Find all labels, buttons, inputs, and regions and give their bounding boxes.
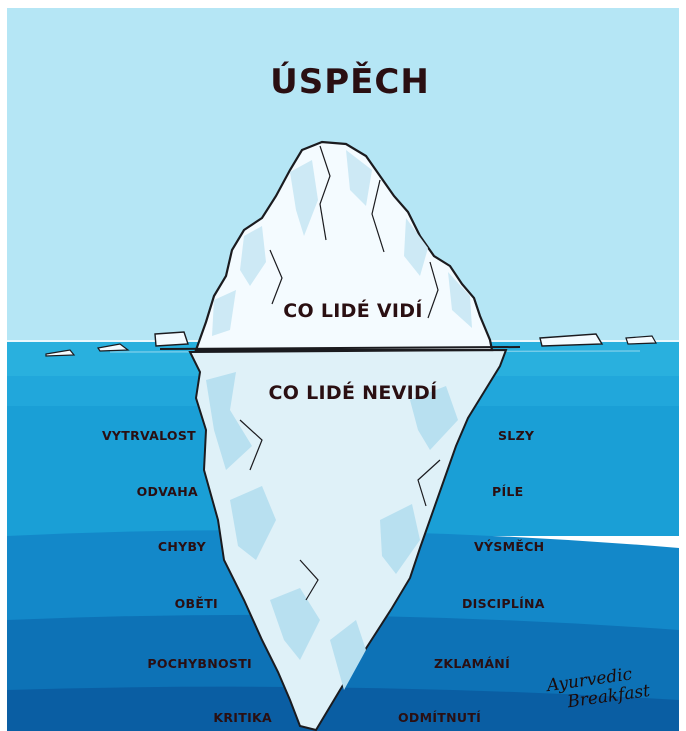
right-item: PÍLE [492, 484, 524, 499]
ice-crack [427, 261, 439, 319]
left-item: POCHYBNOSTI [147, 656, 252, 671]
ice-shadow [270, 588, 320, 660]
ice-shadow [404, 218, 428, 276]
left-item: OBĚTI [174, 596, 218, 611]
ice-shadow [230, 486, 276, 560]
ice-shadow [448, 272, 472, 328]
iceberg-waterline [159, 346, 521, 350]
ice-floe [625, 335, 658, 345]
ice-crack [371, 179, 385, 253]
ice-crack [417, 459, 441, 507]
right-item: DISCIPLÍNA [462, 596, 545, 611]
ice-crack [239, 419, 263, 471]
right-item: SLZY [498, 428, 535, 443]
left-item: ODVAHA [136, 484, 198, 499]
left-item: VYTRVALOST [101, 428, 196, 443]
left-item: KRITIKA [213, 710, 272, 725]
ice-shadow [346, 150, 372, 206]
ice-crack [299, 559, 319, 601]
ice-shadow [290, 160, 318, 236]
right-item: ODMÍTNUTÍ [398, 710, 482, 725]
right-item: VÝSMĚCH [474, 539, 545, 554]
ice-shadow [330, 620, 366, 690]
sea-band [7, 686, 679, 731]
ice-shadow [410, 386, 458, 450]
ice-shadow [212, 290, 236, 336]
iceberg-visible [194, 140, 494, 352]
ice-crack [319, 145, 331, 241]
ice-floe [96, 343, 130, 352]
ice-floe [539, 333, 604, 347]
ice-floe [45, 349, 76, 357]
right-item: ZKLAMÁNÍ [434, 656, 511, 671]
ice-shadow [240, 226, 266, 286]
title: ÚSPĚCH [270, 62, 430, 102]
left-item: CHYBY [157, 539, 206, 554]
ice-crack [269, 249, 283, 305]
ice-shadow [380, 504, 420, 574]
hidden-label: CO LIDÉ NEVIDÍ [268, 382, 438, 404]
visible-label: CO LIDÉ VIDÍ [283, 300, 423, 322]
ice-floe [154, 331, 189, 347]
ice-shadow [206, 372, 252, 470]
